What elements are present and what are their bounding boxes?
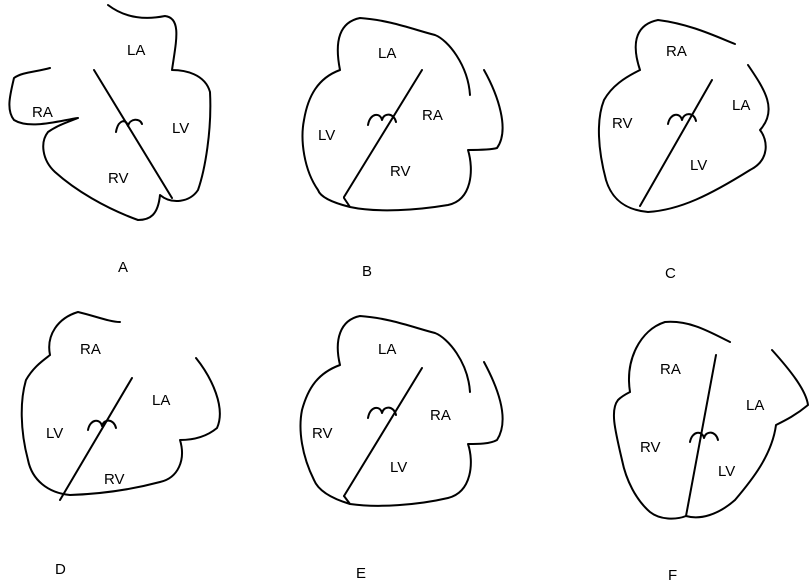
panel-caption: B <box>362 263 372 280</box>
panel-caption: C <box>665 265 676 282</box>
chamber-label: LV <box>46 425 63 442</box>
chamber-label: LA <box>152 392 170 409</box>
panel-e: LA RA RV LV E <box>299 315 504 582</box>
chamber-label: RA <box>32 104 53 121</box>
valve-cross <box>87 419 117 431</box>
interventricular-septum <box>343 367 423 497</box>
chamber-label: LV <box>690 157 707 174</box>
valve-cross <box>689 431 719 443</box>
chamber-label: RV <box>312 425 333 442</box>
chamber-label: LA <box>378 341 396 358</box>
panel-caption: F <box>668 567 677 584</box>
heart-outline <box>301 17 504 212</box>
chamber-label: LA <box>378 45 396 62</box>
panel-d: RA LA LV RV D <box>20 311 221 578</box>
heart-outline <box>8 4 212 221</box>
valve-cross <box>115 118 143 133</box>
chamber-label: RV <box>108 170 129 187</box>
heart-outline <box>597 19 770 213</box>
panel-caption: D <box>55 561 66 578</box>
chamber-label: LA <box>127 42 145 59</box>
panel-c: RA LA RV LV C <box>597 19 770 282</box>
panel-caption: A <box>118 259 128 276</box>
panel-f: RA LA RV LV F <box>612 320 809 584</box>
interventricular-septum <box>685 354 717 517</box>
panel-a: LA RA LV RV A <box>8 4 212 276</box>
valve-cross <box>667 113 697 125</box>
panel-b: LA RA LV RV B <box>301 17 504 280</box>
chamber-label: RA <box>660 361 681 378</box>
interventricular-septum <box>343 69 423 198</box>
chamber-label: RA <box>666 43 687 60</box>
chamber-label: LA <box>732 97 750 114</box>
chamber-label: RV <box>640 439 661 456</box>
interventricular-septum <box>59 377 133 501</box>
chamber-label: LV <box>718 463 735 480</box>
chamber-label: LV <box>318 127 335 144</box>
chamber-label: RA <box>80 341 101 358</box>
heart-outline <box>612 320 809 520</box>
chamber-label: RA <box>422 107 443 124</box>
chamber-label: LV <box>390 459 407 476</box>
chamber-label: LA <box>746 397 764 414</box>
valve-cross <box>367 406 397 419</box>
chamber-label: RA <box>430 407 451 424</box>
panel-caption: E <box>356 565 366 582</box>
chamber-label: RV <box>612 115 633 132</box>
chamber-label: LV <box>172 120 189 137</box>
interventricular-septum <box>639 79 713 207</box>
heart-outline <box>20 311 221 496</box>
heart-outline <box>299 315 504 507</box>
interventricular-septum <box>93 69 173 199</box>
valve-cross <box>367 113 397 126</box>
chamber-label: RV <box>104 471 125 488</box>
chamber-label: RV <box>390 163 411 180</box>
